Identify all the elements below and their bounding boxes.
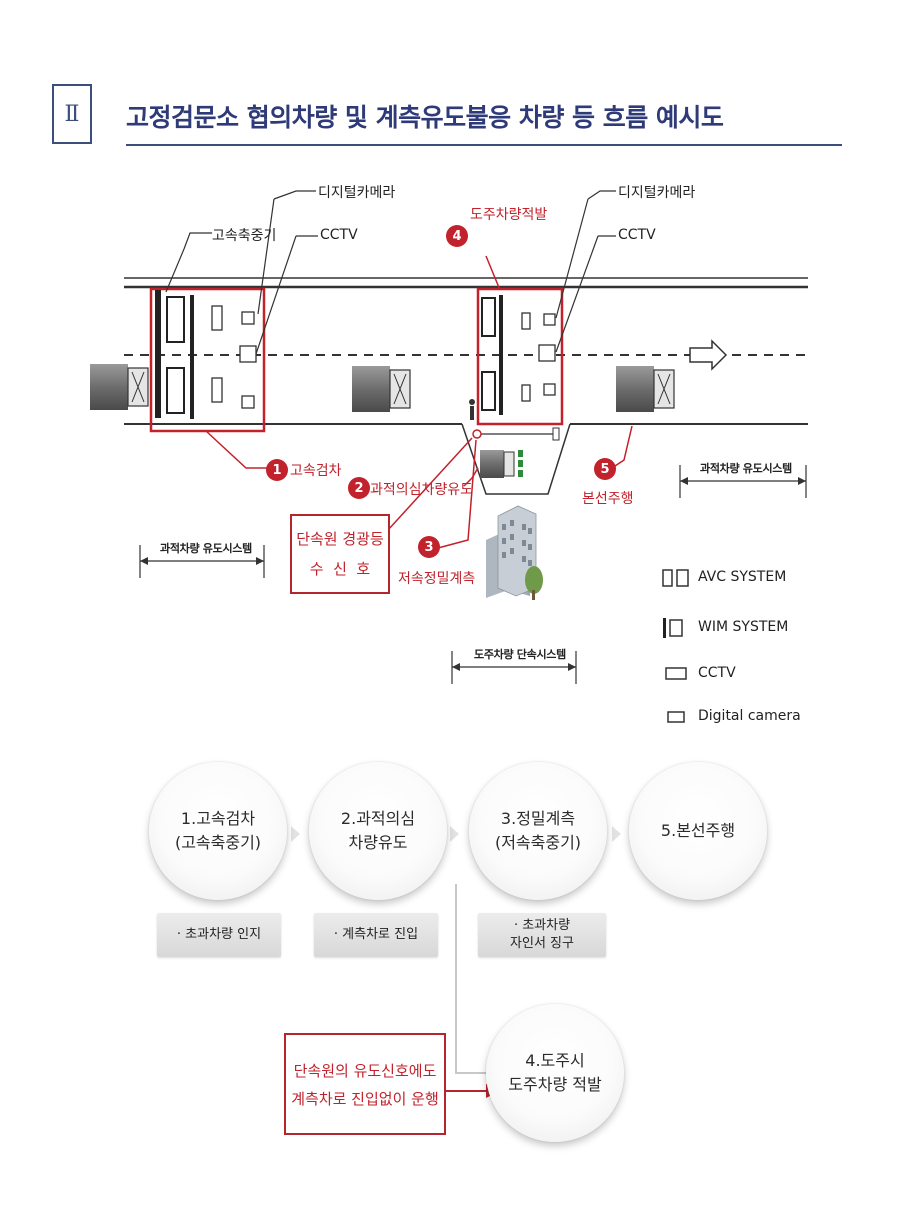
officer-signal-line-2: 수 신 호 xyxy=(309,560,371,578)
flow-step-3-line-1: 3.정밀계측 xyxy=(500,809,576,828)
tag-confession-line-1: · 초과차량 xyxy=(513,918,571,933)
flow-step-2: 2.과적의심 차량유도 xyxy=(309,762,447,900)
officer-signal-line-1: 단속원 경광등 xyxy=(296,530,384,548)
section-number-box: Ⅱ xyxy=(52,84,92,144)
red-leader-lines xyxy=(205,255,633,549)
cctv-label-2: CCTV xyxy=(618,227,656,243)
flow-step-1-line-1: 1.고속검차 xyxy=(180,809,256,828)
digital-camera-icon xyxy=(667,711,685,723)
left-guidance-system-label: 과적차량 유도시스템 xyxy=(160,542,252,555)
step-2-label: 과적의심차량유도 xyxy=(370,482,474,498)
escape-control-system-label: 도주차량 단속시스템 xyxy=(474,648,566,661)
flow-step-4-line-2: 도주차량 적발 xyxy=(508,1075,602,1094)
escape-detection-label: 도주차량적발 xyxy=(470,207,548,223)
digital-camera-label-2: 디지털카메라 xyxy=(618,185,696,201)
tag-overweight-detect: · 초과차량 인지 xyxy=(157,913,281,957)
tag-confession-line-2: 자인서 징구 xyxy=(510,936,574,951)
flow-step-5: 5.본선주행 xyxy=(629,762,767,900)
step-3-number: 3 xyxy=(424,539,434,555)
cctv-label-1: CCTV xyxy=(320,227,358,243)
direction-arrow-icon xyxy=(689,339,728,371)
escape-note-line-2: 계측차로 진입없이 운행 xyxy=(291,1090,439,1108)
tag-overweight-detect-text: · 초과차량 인지 xyxy=(176,927,262,942)
truck-3 xyxy=(616,366,675,412)
tag-enter-lane: · 계측차로 진입 xyxy=(314,913,438,957)
step-badge-1: 1 xyxy=(266,459,288,481)
title-underline xyxy=(126,144,842,146)
escape-note-line-1: 단속원의 유도신호에도 xyxy=(293,1062,437,1080)
step-badge-4: 4 xyxy=(446,225,468,247)
step-badge-2: 2 xyxy=(348,477,370,499)
step-5-label: 본선주행 xyxy=(582,491,634,507)
road-diagram xyxy=(90,190,808,723)
legend-wim: WIM SYSTEM xyxy=(698,619,789,635)
avc-system-icon xyxy=(662,569,673,587)
officer-signal-box: 단속원 경광등 수 신 호 xyxy=(290,514,390,594)
office-building-icon xyxy=(486,505,543,600)
high-speed-axle-label: 고속축중기 xyxy=(212,228,277,244)
right-guidance-system-label: 과적차량 유도시스템 xyxy=(700,462,792,475)
flow-step-4-line-1: 4.도주시 xyxy=(525,1051,585,1070)
flow-step-1-line-2: (고속축중기) xyxy=(174,833,262,852)
legend-cctv: CCTV xyxy=(698,665,736,681)
section-number: Ⅱ xyxy=(64,101,80,127)
flow-step-1: 1.고속검차 (고속축중기) xyxy=(149,762,287,900)
step-3-label: 저속정밀계측 xyxy=(398,571,476,587)
flow-step-3: 3.정밀계측 (저속축중기) xyxy=(469,762,607,900)
step-1-label: 고속검차 xyxy=(290,463,342,479)
flow-step-5-line-1: 5.본선주행 xyxy=(660,821,736,840)
legend-digital-camera: Digital camera xyxy=(698,708,801,724)
digital-camera-label-1: 디지털카메라 xyxy=(318,185,396,201)
step-4-number: 4 xyxy=(452,228,462,244)
officer-icon xyxy=(469,399,475,420)
high-speed-station xyxy=(149,287,266,433)
page-title: 고정검문소 협의차량 및 계측유도불응 차량 등 흐름 예시도 xyxy=(126,103,724,132)
flow-step-4: 4.도주시 도주차량 적발 xyxy=(486,1004,624,1142)
step-1-number: 1 xyxy=(272,462,282,478)
flow-step-3-line-2: (저속축중기) xyxy=(494,833,582,852)
step-badge-5: 5 xyxy=(594,458,616,480)
cctv-icon xyxy=(665,667,687,680)
truck-2 xyxy=(352,366,411,412)
flow-step-2-line-1: 2.과적의심 xyxy=(340,809,416,828)
escape-detection-station xyxy=(476,287,564,426)
bay-gate xyxy=(469,399,560,441)
tag-enter-lane-text: · 계측차로 진입 xyxy=(333,927,419,942)
leader-lines xyxy=(165,190,616,355)
flow-step-2-line-2: 차량유도 xyxy=(348,833,408,852)
step-2-number: 2 xyxy=(354,480,364,496)
tag-confession: · 초과차량 자인서 징구 xyxy=(478,913,606,957)
step-5-number: 5 xyxy=(600,461,610,477)
truck-in-bay xyxy=(480,450,523,478)
wim-system-icon xyxy=(663,618,666,638)
truck-1 xyxy=(90,364,149,410)
dimension-arrows xyxy=(139,465,807,684)
legend-icons xyxy=(662,569,689,723)
step-badge-3: 3 xyxy=(418,536,440,558)
legend-avc: AVC SYSTEM xyxy=(698,569,787,585)
escape-note-box: 단속원의 유도신호에도 계측차로 진입없이 운행 xyxy=(284,1033,446,1135)
